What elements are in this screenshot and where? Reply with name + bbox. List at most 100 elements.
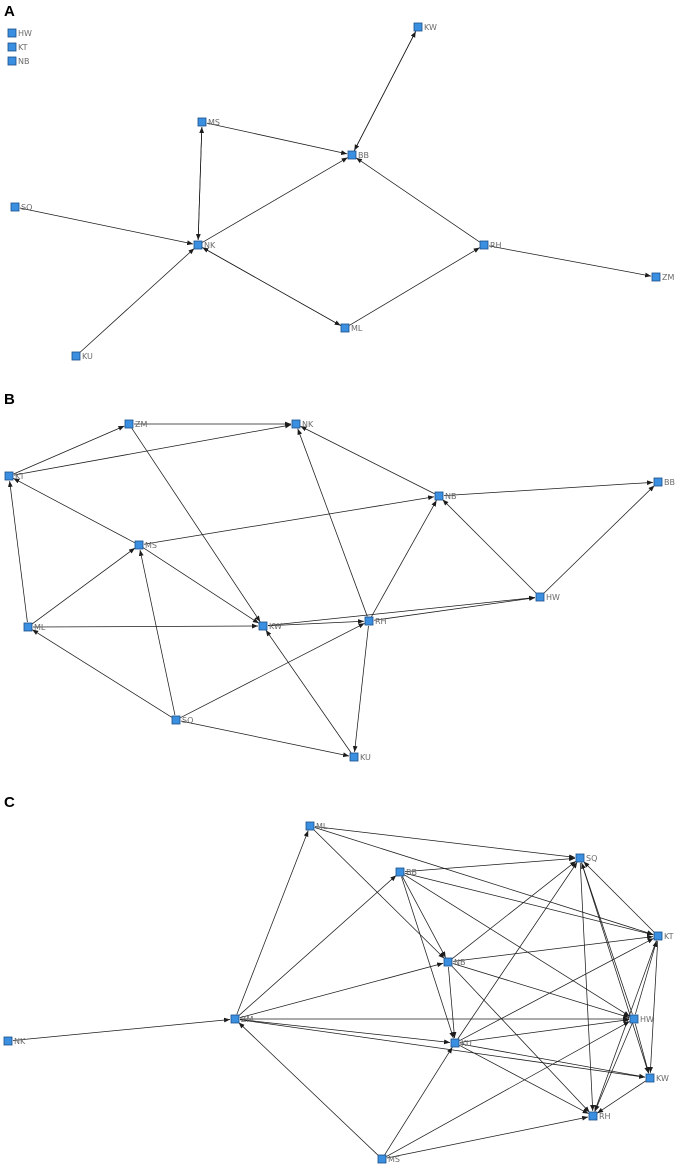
node-marker <box>629 1014 639 1024</box>
node-nb: NB <box>434 491 456 501</box>
edge-ku-hw <box>459 1018 630 1043</box>
node-label: RH <box>375 617 387 626</box>
edge-ms-zm <box>238 1022 379 1156</box>
edge-zm-ml <box>236 830 309 1015</box>
node-bb: BB <box>395 867 417 877</box>
node-label: BB <box>664 478 675 487</box>
node-nk: NK <box>193 240 216 250</box>
node-label: MS <box>145 541 157 550</box>
node-marker <box>588 1111 598 1121</box>
edge-sq-ku <box>180 720 350 758</box>
node-label: KU <box>82 352 93 361</box>
edge-ms-rh <box>386 1115 589 1159</box>
edge-ku-kw <box>459 1043 646 1079</box>
node-label: RH <box>490 241 502 250</box>
node-marker <box>645 1073 655 1083</box>
edge-rh-zm <box>488 245 652 278</box>
node-sq: SQ <box>575 853 597 863</box>
node-marker <box>479 240 489 250</box>
edge-hw-nb <box>442 499 537 594</box>
edge-zm-bb <box>238 875 397 1016</box>
node-sq: SQ <box>10 202 32 212</box>
node-label: ZM <box>135 420 147 429</box>
edge-ms-kt <box>13 478 135 543</box>
edge-hw-sq <box>581 862 633 1015</box>
node-kw: KW <box>413 22 437 32</box>
edge-sq-nk <box>19 207 194 246</box>
node-label: KT <box>664 932 674 941</box>
edge-zm-kw <box>239 1019 646 1079</box>
node-marker <box>258 621 268 631</box>
node-label: KW <box>656 1074 669 1083</box>
node-ku: KU <box>349 752 371 762</box>
edge-ml-rh <box>349 247 480 326</box>
edge-ml-sq <box>314 826 576 860</box>
edge-kt-sq <box>583 861 655 933</box>
node-label: SQ <box>182 716 193 725</box>
edge-nk-zm <box>12 1017 231 1041</box>
edge-bb-kt <box>404 872 654 936</box>
node-nb: NB <box>7 56 29 66</box>
node-marker <box>193 240 203 250</box>
node-ml: ML <box>23 622 46 632</box>
node-label: ZM <box>662 273 674 282</box>
node-marker <box>450 1038 460 1048</box>
node-hw: HW <box>629 1014 654 1024</box>
node-marker <box>134 540 144 550</box>
node-marker <box>395 867 405 877</box>
node-marker <box>171 715 181 725</box>
node-marker <box>7 56 17 66</box>
edge-ms-bb <box>206 122 348 155</box>
edge-rh-ku <box>352 625 369 753</box>
node-zm: ZM <box>651 272 674 282</box>
node-kt: KT <box>7 42 28 52</box>
edge-zm-ku <box>239 1019 451 1045</box>
edge-ms-ku <box>384 1047 453 1155</box>
node-rh: RH <box>479 240 502 250</box>
node-label: BB <box>406 868 417 877</box>
node-label: KT <box>18 43 28 52</box>
edge-bb-ku <box>401 876 454 1039</box>
node-ms: MS <box>377 1154 400 1164</box>
node-marker <box>653 931 663 941</box>
edge-ku-kt <box>459 937 654 1042</box>
node-nb: NB <box>443 957 465 967</box>
edge-nk-ml <box>202 247 341 326</box>
edge-sq-rh <box>180 622 365 719</box>
node-label: ML <box>316 822 328 831</box>
edge-ml-nb <box>313 829 445 959</box>
node-kw: KW <box>645 1073 669 1083</box>
edge-nb-kt <box>452 934 654 962</box>
edge-sq-kw <box>581 862 649 1074</box>
node-label: ZM <box>241 1015 253 1024</box>
node-marker <box>413 22 423 32</box>
node-rh: RH <box>588 1111 611 1121</box>
node-label: MS <box>208 118 220 127</box>
node-sq: SQ <box>171 715 193 725</box>
node-ms: MS <box>134 540 157 550</box>
node-label: KU <box>360 753 371 762</box>
edge-ku-sq <box>457 861 578 1040</box>
node-label: SQ <box>586 854 597 863</box>
node-label: NB <box>18 57 29 66</box>
edge-ms-nb <box>143 495 435 545</box>
edge-ml-kt <box>7 480 28 623</box>
edge-hw-bb <box>543 485 655 594</box>
edge-bb-hw <box>404 874 630 1017</box>
node-bb: BB <box>347 150 369 160</box>
node-ml: ML <box>340 323 363 333</box>
node-hw: HW <box>535 592 560 602</box>
node-label: NB <box>445 492 456 501</box>
node-rh: RH <box>364 616 387 626</box>
edge-zm-nb <box>239 962 444 1019</box>
node-hw: HW <box>7 28 32 38</box>
edge-bb-nb <box>402 876 446 958</box>
node-label: SQ <box>21 203 32 212</box>
node-marker <box>230 1014 240 1024</box>
node-marker <box>7 42 17 52</box>
node-label: NK <box>204 241 216 250</box>
edge-kw-bb <box>353 31 417 151</box>
edge-nb-sq <box>451 860 577 960</box>
node-marker <box>3 1036 13 1046</box>
